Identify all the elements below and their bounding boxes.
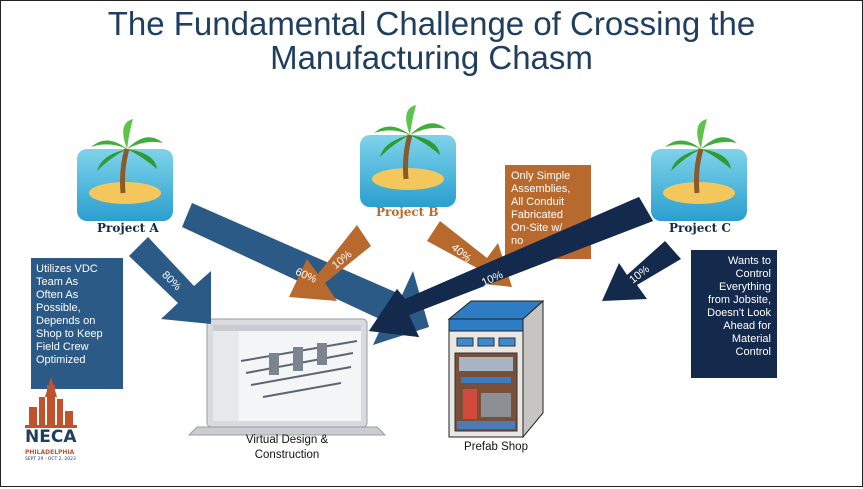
note-line: from Jobsite, [708,294,771,306]
vdc-caption: Virtual Design & Construction [217,433,357,463]
note-line: Control [735,346,771,358]
note-line: Shop to Keep [36,328,103,340]
note-line: Assemblies, [511,183,571,195]
palm-island-icon [360,105,456,207]
note-line: no [511,235,524,247]
note-line: Wants to [728,255,771,267]
note-line: Everything [719,281,771,293]
neca-dates-text: SEPT 29 - OCT 2, 2023 [25,457,76,462]
note-line: Control [735,268,771,280]
project-c-note: Wants to Control Everything from Jobsite… [691,250,777,378]
palm-island-icon [77,119,173,221]
palm-island-icon [651,119,747,221]
note-line: All Conduit [511,196,565,208]
arrow-b-to-vdc [289,225,371,301]
project-b-label: Project B [376,205,439,219]
vdc-caption-line-2: Construction [254,449,320,461]
note-line: Doesn't Look [707,307,771,319]
note-line: Possible, [36,302,81,314]
note-line: Fabricated [511,209,563,221]
note-line: Material [731,333,771,345]
slide-title: The Fundamental Challenge of Crossing th… [1,7,862,75]
neca-logo-text: NECA [25,427,77,447]
neca-city-text: PHILADELPHIA [25,449,75,456]
shop-caption: Prefab Shop [464,441,528,453]
note-line: On-Site w/ [511,222,563,234]
note-line: Only Simple [511,170,571,182]
vdc-caption-line-1: Virtual Design & [245,434,329,446]
note-line: Utilizes VDC [36,263,98,275]
note-line: Optimized [36,354,86,366]
note-line: Often As [36,289,79,301]
arrow-a-to-vdc [129,237,211,324]
note-line: Field Crew [36,341,89,353]
project-c-label: Project C [669,221,731,235]
title-line-2: Manufacturing Chasm [270,39,593,76]
note-line: Depends on [36,315,96,327]
arrow-c-to-shop [602,241,681,301]
title-line-1: The Fundamental Challenge of Crossing th… [107,5,756,42]
project-a-note: Utilizes VDC Team As Often As Possible, … [31,258,123,389]
project-a-label: Project A [97,221,159,235]
arrow-c-to-vdc-overlay [369,197,653,337]
note-line: Team As [36,276,79,288]
note-line: Ahead for [723,320,771,332]
